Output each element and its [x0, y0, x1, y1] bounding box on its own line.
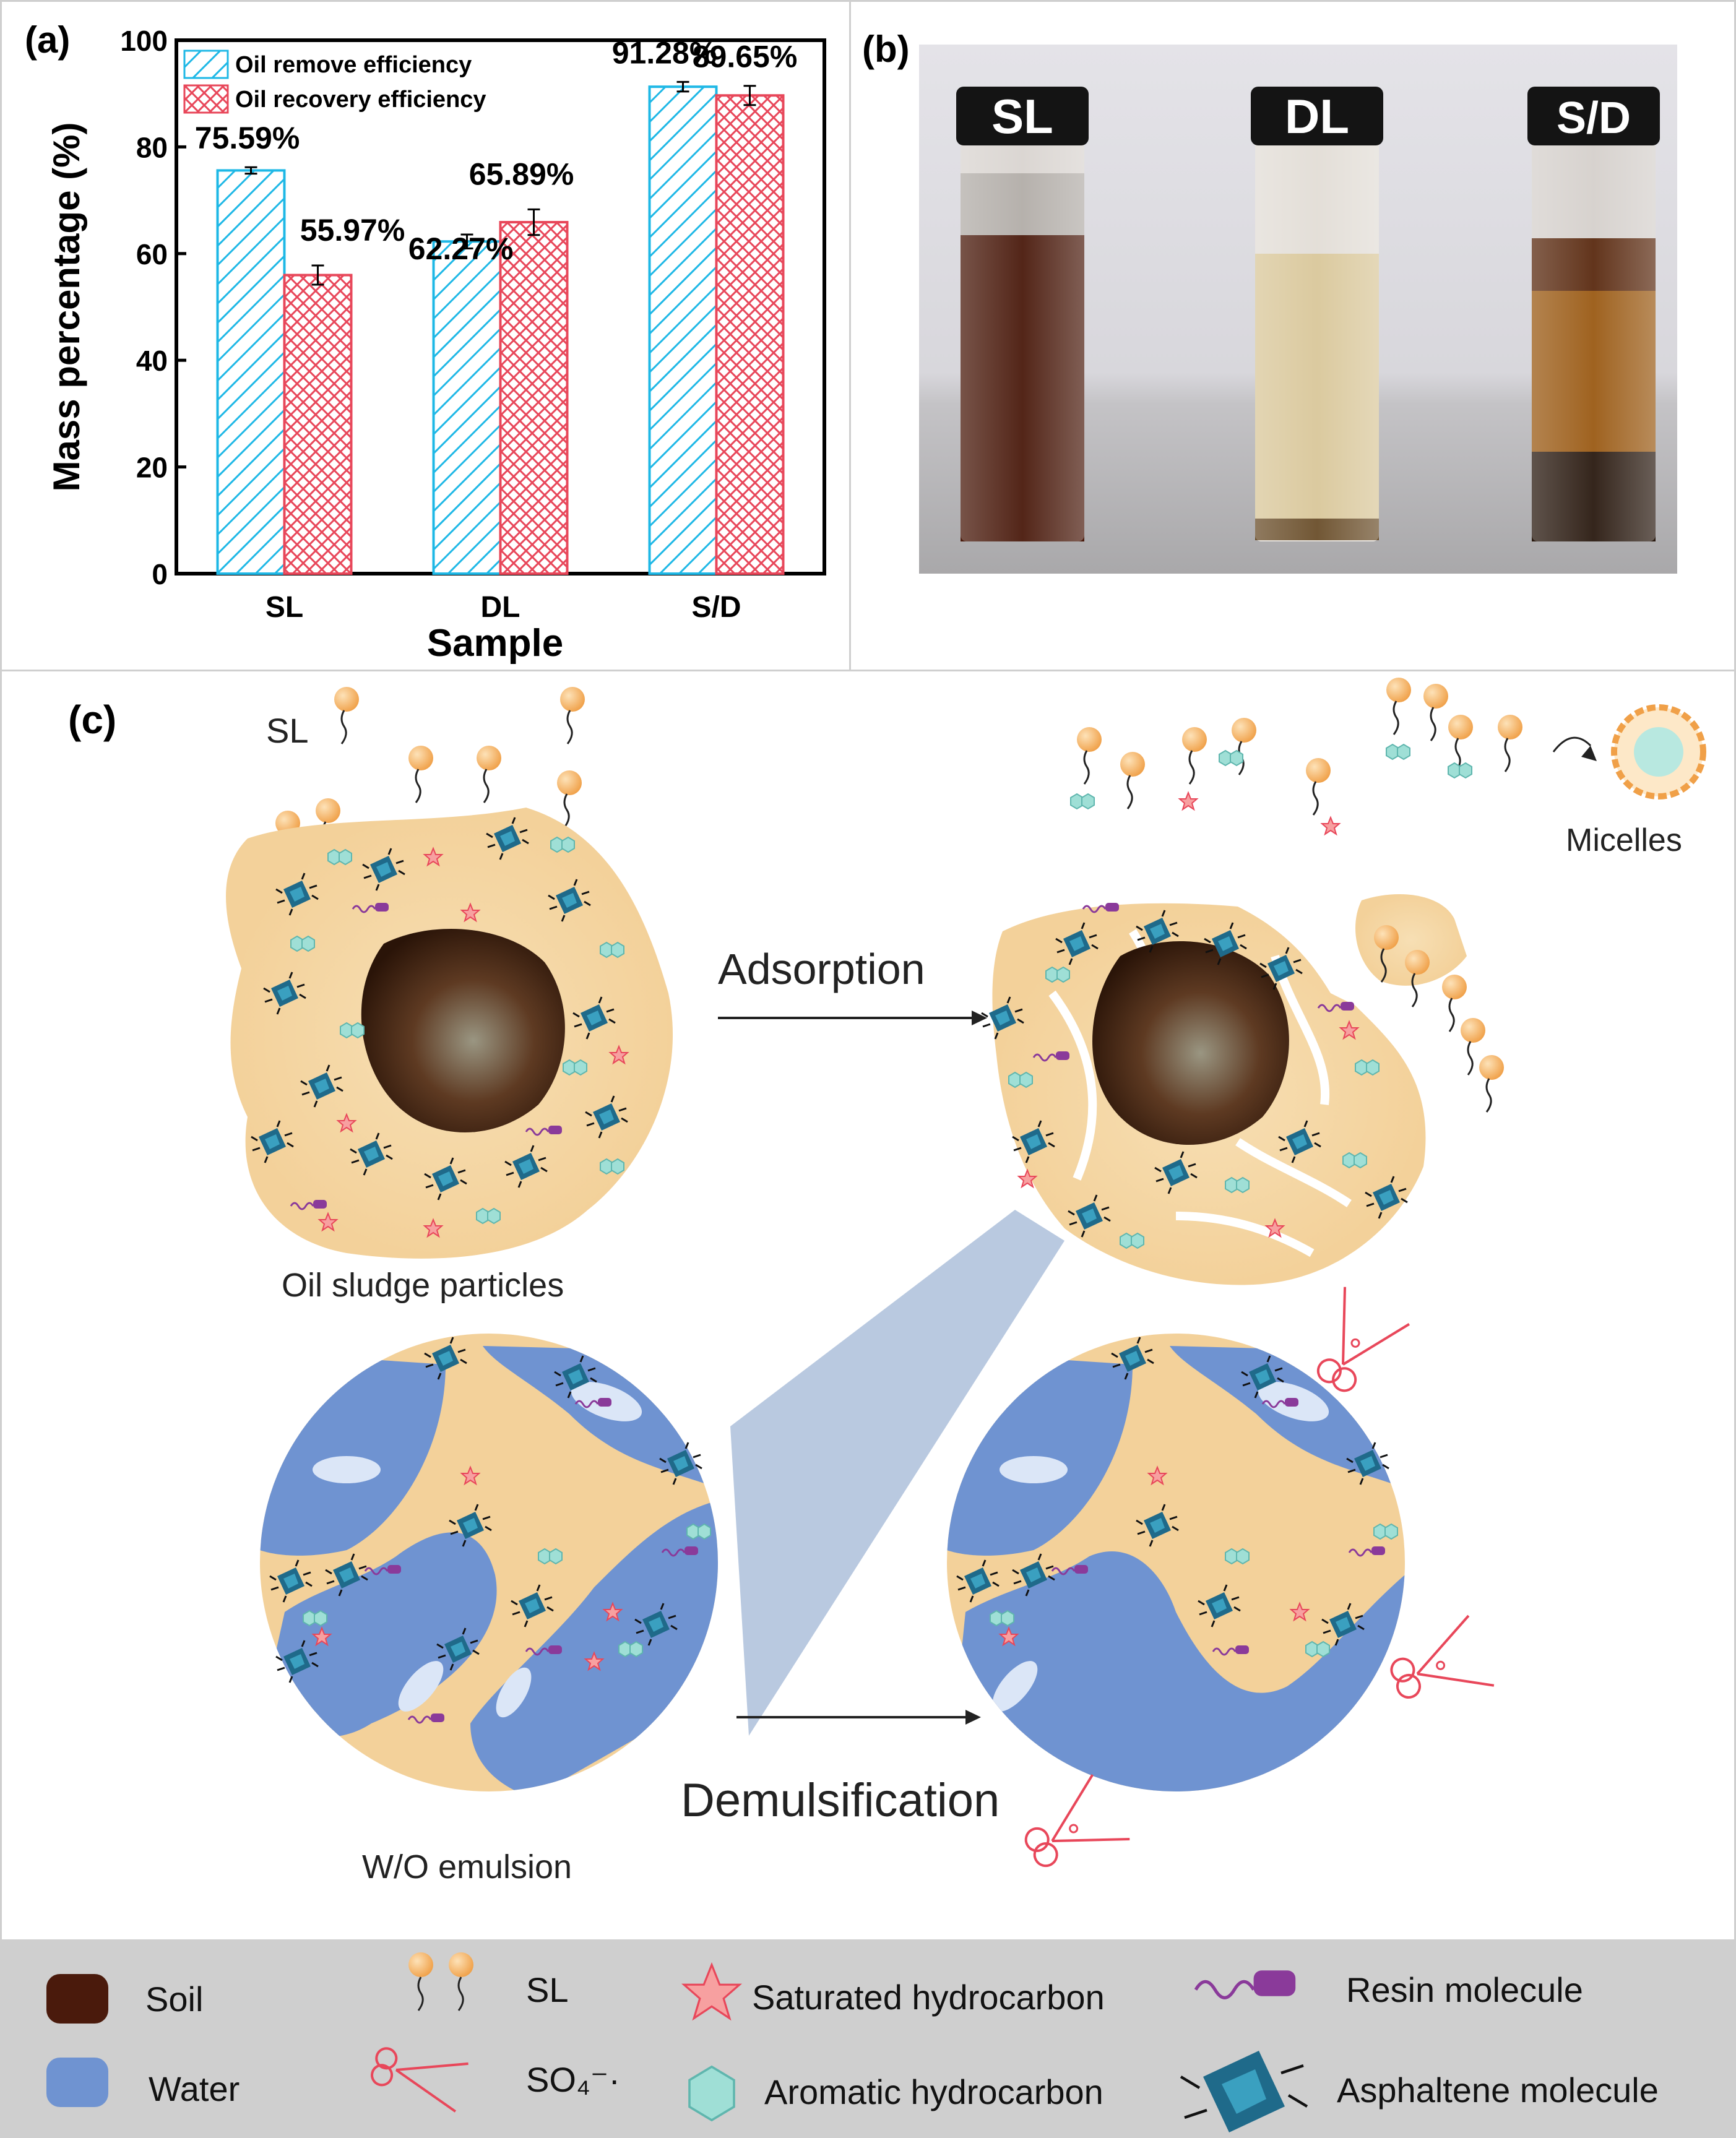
bar: [499, 221, 569, 575]
legend-aromatic-label: Aromatic hydrocarbon: [764, 2072, 1103, 2111]
x-tick-label: DL: [481, 591, 520, 624]
sl-molecule-icon: [559, 686, 586, 745]
x-tick-label: SL: [266, 591, 303, 624]
sl-molecule-icon: [475, 744, 503, 804]
aromatic-hexagon-icon: [688, 2065, 735, 2122]
zoom-wedge: [730, 1210, 1064, 1736]
value-label: 89.65%: [693, 40, 798, 74]
value-label: 55.97%: [300, 213, 405, 248]
legend-sl-label: SL: [526, 1970, 569, 2009]
panel-label-c: (c): [68, 697, 116, 742]
sl-molecule-icon: [556, 769, 583, 829]
demulsification-label: Demulsification: [681, 1774, 1000, 1827]
x-axis-title: Sample: [427, 622, 564, 665]
schematic-legend: [0, 1940, 1736, 2138]
x-tick-label: S/D: [691, 591, 741, 624]
scissors-icon: [1012, 1774, 1131, 1886]
scissors-icon: [371, 2047, 469, 2113]
emulsion-label: W/O emulsion: [362, 1848, 572, 1886]
legend-asphaltene-label: Asphaltene molecule: [1337, 2071, 1659, 2110]
water-swatch: [46, 2058, 108, 2107]
legend-swatch-recovery: [183, 84, 229, 114]
resin-molecule-icon: [1194, 1970, 1296, 1999]
value-label: 62.27%: [408, 231, 514, 266]
fragmented-particle: [980, 676, 1524, 1285]
value-label: 65.89%: [469, 157, 574, 191]
bar: [283, 274, 353, 575]
bar: [648, 85, 718, 575]
y-tick-label: 40: [136, 345, 168, 377]
soil-core: [1092, 941, 1289, 1145]
legend-resin-label: Resin molecule: [1346, 1970, 1583, 2009]
vial-dl: DL: [1251, 87, 1383, 541]
y-tick-label: 20: [136, 452, 168, 484]
vial-cap-label-dl: DL: [1285, 89, 1349, 144]
sl-label: SL: [266, 711, 309, 750]
y-tick-label: 0: [152, 558, 168, 590]
legend-swatch-remove: [183, 50, 229, 79]
y-axis: 0 20 40 60 80 100: [120, 25, 186, 590]
vial-sl: SL: [956, 87, 1089, 541]
bar-chart: (a) 0 20 40 60 80 100 SL DL S/D 75.59% 55.97%62.…: [25, 19, 826, 665]
legend-water-label: Water: [149, 2069, 240, 2108]
sl-molecule-icon: [408, 1952, 473, 2011]
panel-label-b: (b): [862, 28, 910, 70]
y-tick-label: 60: [136, 238, 168, 270]
vial-cap-label-sl: SL: [991, 89, 1053, 144]
y-tick-label: 100: [120, 25, 168, 57]
bars: [216, 85, 785, 575]
error-bars: [244, 80, 756, 286]
value-label: 75.59%: [195, 121, 300, 155]
sl-molecule-icon: [407, 744, 434, 804]
bar: [216, 169, 286, 575]
schematic-legend-items: Soil Water SL SO₄⁻· Saturated hydrocarbo…: [46, 1952, 1659, 2132]
demulsified-circle: [947, 1334, 1405, 1791]
vial-photo: (b) SL DL S/D: [862, 28, 1677, 574]
adsorption-label: Adsorption: [718, 945, 925, 993]
y-axis-title: Mass percentage (%): [46, 123, 87, 492]
legend-label-recovery: Oil recovery efficiency: [235, 87, 486, 113]
asphaltene-molecule-icon: [1180, 2051, 1308, 2132]
vial-cap-label-sd: S/D: [1557, 93, 1631, 143]
y-tick-label: 80: [136, 131, 168, 163]
scissors-icon: [1381, 1614, 1495, 1718]
oil-sludge-particle: [226, 808, 673, 1259]
bar: [715, 94, 785, 575]
legend: Oil remove efficiency Oil recovery effic…: [183, 50, 486, 114]
particles-label: Oil sludge particles: [282, 1267, 564, 1304]
bar: [432, 240, 502, 575]
legend-soil-label: Soil: [145, 1980, 203, 2019]
legend-so4-label: SO₄⁻·: [526, 2060, 620, 2099]
legend-saturated-label: Saturated hydrocarbon: [752, 1978, 1105, 2017]
sl-molecule-icon: [333, 686, 360, 745]
panel-label-a: (a): [25, 19, 70, 61]
legend-label-remove: Oil remove efficiency: [235, 52, 472, 78]
wo-emulsion-circle: [260, 1334, 718, 1791]
micelles-label: Micelles: [1566, 822, 1682, 858]
value-labels: 75.59% 55.97%62.27% 65.89% 91.28%89.65%: [195, 35, 798, 266]
soil-core: [361, 929, 565, 1132]
micelle-icon: [1552, 704, 1706, 800]
saturated-star-icon: [681, 1962, 743, 2021]
vial-sd: S/D: [1527, 87, 1660, 541]
value-label: 91.28%: [612, 35, 717, 70]
mechanism-schematic: (c) SL Oil sludge particles Adsorption: [68, 676, 1706, 1886]
soil-swatch: [46, 1974, 108, 2024]
